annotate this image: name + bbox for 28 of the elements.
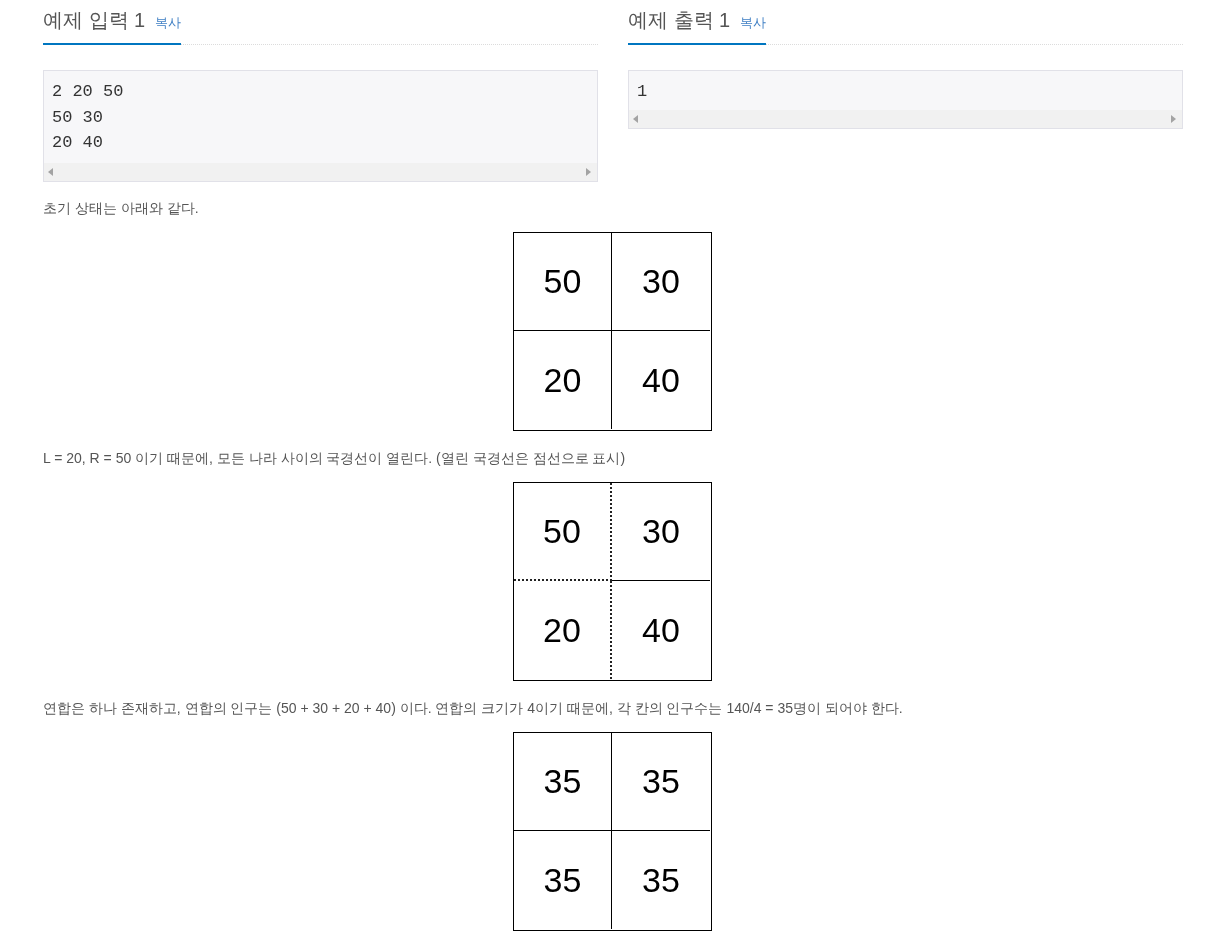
code-line: 1 bbox=[637, 81, 648, 103]
code-line: 50 30 bbox=[52, 106, 103, 129]
grid-cell: 40 bbox=[612, 581, 710, 679]
heading: 예제 입력 1 bbox=[43, 8, 146, 32]
copy-link: 복사 bbox=[155, 14, 181, 32]
paragraph: 연합은 하나 존재하고, 연합의 인구는 (50 + 30 + 20 + 40) 이다. 연합의 크기가 4이기 때문에, 각 칸의 인구수는 140/4 = 35명이 되어야 한다. bbox=[43, 699, 903, 718]
grid-cell: 30 bbox=[612, 233, 710, 331]
heading: 예제 출력 1 bbox=[628, 8, 731, 32]
grid-cell: 35 bbox=[612, 733, 710, 831]
grid-cell: 50 bbox=[514, 483, 612, 581]
code-line: 20 40 bbox=[52, 132, 103, 154]
copy-link: 복사 bbox=[740, 14, 766, 32]
grid bbox=[513, 482, 712, 681]
grid-cell: 20 bbox=[514, 331, 612, 429]
code-line: 2 20 50 bbox=[52, 81, 124, 103]
grid-cell: 50 bbox=[514, 233, 612, 331]
grid bbox=[513, 732, 712, 931]
grid-cell: 35 bbox=[514, 733, 612, 831]
code-box bbox=[628, 70, 1183, 129]
paragraph: 초기 상태는 아래와 같다. bbox=[43, 199, 199, 218]
paragraph: L = 20, R = 50 이기 때문에, 모든 나라 사이의 국경선이 열린다. (열린 국경선은 점선으로 표시) bbox=[43, 449, 626, 468]
grid-cell: 35 bbox=[612, 831, 710, 929]
code-box bbox=[43, 70, 598, 182]
grid-cell: 35 bbox=[514, 831, 612, 929]
grid-cell: 30 bbox=[612, 483, 710, 581]
grid-cell: 20 bbox=[514, 581, 612, 679]
grid-cell: 40 bbox=[612, 331, 710, 429]
grid bbox=[513, 232, 712, 431]
